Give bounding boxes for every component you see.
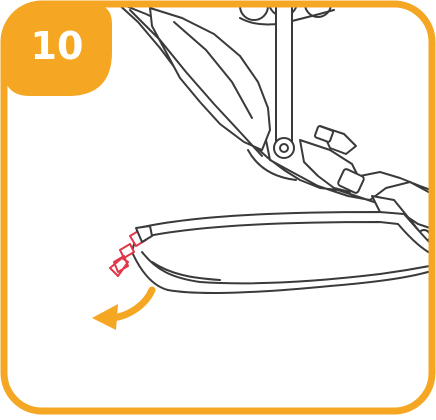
- rocking-base: [131, 211, 432, 294]
- product-illustration: [92, 4, 432, 330]
- step-number: 10: [30, 24, 84, 68]
- lever-housing: [135, 225, 153, 243]
- seat-body: [115, 4, 432, 231]
- step-badge: [4, 4, 112, 96]
- toy-bar-rod: [273, 4, 295, 159]
- curved-arrow-left-icon: [92, 286, 156, 330]
